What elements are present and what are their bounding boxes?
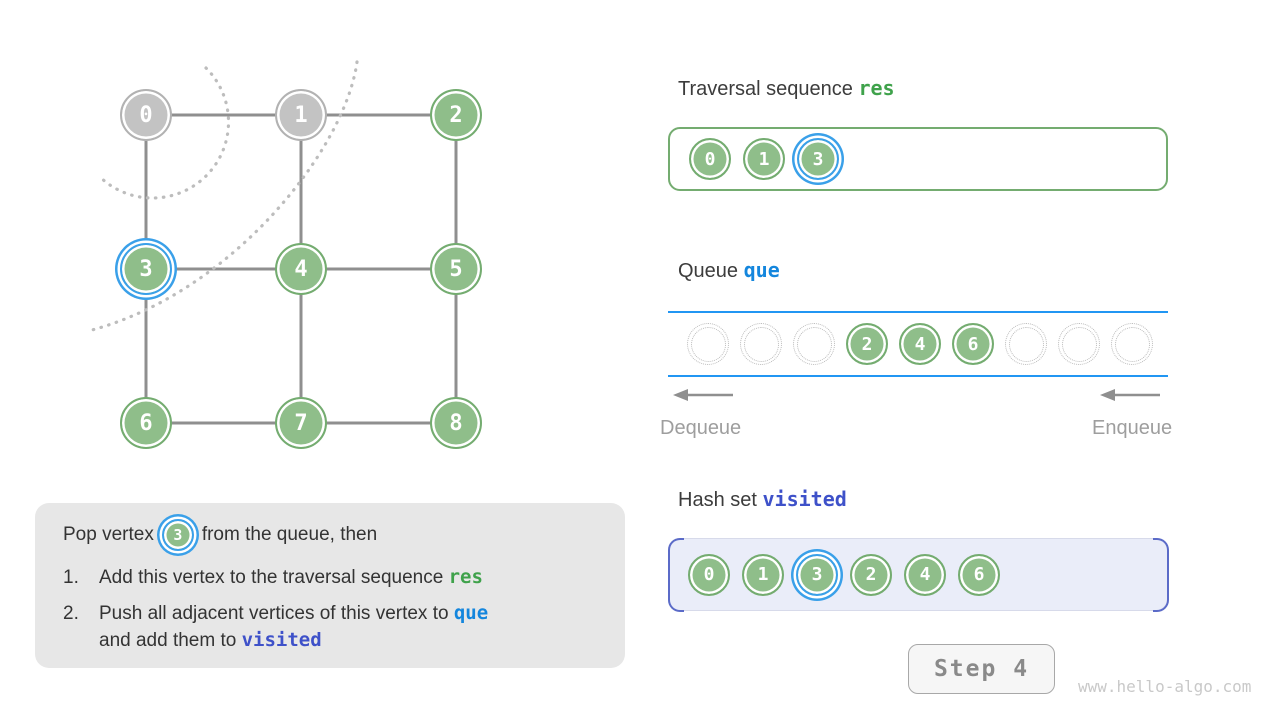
wavefront-arc-level2 — [90, 60, 359, 332]
queue-item-2: 2 — [846, 323, 888, 365]
wavefront-arc-level1 — [97, 66, 231, 200]
step-explanation-box: Pop vertex 3 from the queue, then 1. Add… — [35, 503, 625, 668]
watermark: www.hello-algo.com — [1078, 677, 1252, 696]
explanation-item-2: 2. Push all adjacent vertices of this ve… — [63, 600, 599, 655]
graph-vertex-0: 0 — [120, 89, 172, 141]
queue-slot-empty — [740, 323, 782, 365]
res-item-3-current: 3 — [797, 138, 839, 180]
intro-text-before: Pop vertex — [63, 524, 154, 545]
visited-item-2: 2 — [850, 553, 892, 596]
hash-set-title: Hash set visited — [678, 487, 847, 511]
visited-item-4: 4 — [904, 553, 946, 596]
queue-slot-empty — [687, 323, 729, 365]
queue-slot-empty — [793, 323, 835, 365]
graph-vertex-5: 5 — [430, 243, 482, 295]
res-item-0: 0 — [689, 138, 731, 180]
step-button[interactable]: Step 4 — [908, 644, 1055, 694]
queue-item-6: 6 — [952, 323, 994, 365]
item-2-text: Push all adjacent vertices of this verte… — [99, 601, 489, 652]
graph-vertex-8: 8 — [430, 397, 482, 449]
traversal-sequence-container: 0 1 3 — [668, 127, 1168, 191]
queue-slot-empty — [1058, 323, 1100, 365]
enqueue-arrow-icon — [1100, 389, 1160, 401]
bfs-wavefront-arcs — [90, 60, 359, 332]
intro-vertex-badge: 3 — [161, 519, 194, 551]
graph-vertex-1: 1 — [275, 89, 327, 141]
graph-vertex-7: 7 — [275, 397, 327, 449]
hash-set-left-bracket — [667, 537, 684, 612]
graph-vertex-3-current: 3 — [120, 243, 172, 295]
que-token: que — [453, 601, 489, 624]
traversal-sequence-title: Traversal sequence res — [678, 76, 895, 100]
hash-set-container: 0 1 3 2 4 6 — [667, 537, 1169, 612]
queue-container: 2 4 6 — [668, 311, 1168, 377]
res-token: res — [448, 566, 483, 588]
dequeue-arrow-icon — [673, 389, 733, 401]
hash-set-right-bracket — [1152, 537, 1169, 612]
dequeue-label: Dequeue — [660, 417, 742, 439]
explanation-intro: Pop vertex 3 from the queue, then — [63, 519, 599, 551]
graph-vertex-6: 6 — [120, 397, 172, 449]
item-1-text: Add this vertex to the traversal sequenc… — [99, 566, 483, 588]
visited-item-1: 1 — [742, 553, 784, 596]
que-code-label: que — [743, 258, 780, 282]
queue-slot-empty — [1005, 323, 1047, 365]
visited-token: visited — [241, 629, 322, 652]
explanation-item-1: 1. Add this vertex to the traversal sequ… — [63, 564, 599, 592]
item-1-number: 1. — [63, 567, 79, 588]
visited-code-label: visited — [762, 487, 847, 511]
item-2-number: 2. — [63, 602, 79, 624]
intro-text-after: from the queue, then — [201, 524, 378, 545]
graph-vertex-4: 4 — [275, 243, 327, 295]
res-item-1: 1 — [743, 138, 785, 180]
queue-item-4: 4 — [899, 323, 941, 365]
queue-slot-empty — [1111, 323, 1153, 365]
enqueue-label: Enqueue — [1092, 417, 1173, 439]
visited-item-3-current: 3 — [796, 553, 838, 596]
res-code-label: res — [858, 76, 895, 100]
visited-item-0: 0 — [688, 553, 730, 596]
queue-title: Queue que — [678, 258, 780, 282]
visited-item-6: 6 — [958, 553, 1000, 596]
graph-vertex-2: 2 — [430, 89, 482, 141]
